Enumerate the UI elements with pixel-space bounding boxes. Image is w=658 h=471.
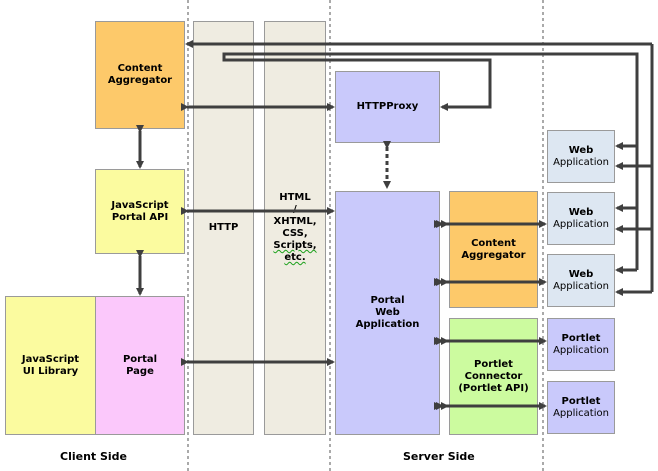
- portlet-application-2: Portlet Application: [547, 381, 615, 434]
- content-aggregator-server: Content Aggregator: [449, 191, 538, 308]
- http-column: HTTP: [193, 21, 254, 435]
- side-separators: [187, 0, 544, 471]
- client-side-label: Client Side: [60, 450, 128, 463]
- bus-httpproxy: [222, 52, 639, 270]
- content-aggregator-client: Content Aggregator: [95, 21, 185, 129]
- httpproxy: HTTPProxy: [335, 71, 440, 143]
- portal-web-application: Portal Web Application: [335, 191, 440, 435]
- web-application-1: Web Application: [547, 130, 615, 183]
- server-side-label: Server Side: [403, 450, 475, 463]
- javascript-portal-api: JavaScript Portal API: [95, 169, 185, 254]
- portal-page: Portal Page: [95, 296, 185, 435]
- portlet-application-1: Portlet Application: [547, 318, 615, 371]
- web-application-2: Web Application: [547, 192, 615, 245]
- http-column-label: HTTP: [208, 222, 239, 233]
- content-types-column: HTML / XHTML, CSS, Scripts, etc.: [264, 21, 326, 435]
- web-application-3: Web Application: [547, 254, 615, 307]
